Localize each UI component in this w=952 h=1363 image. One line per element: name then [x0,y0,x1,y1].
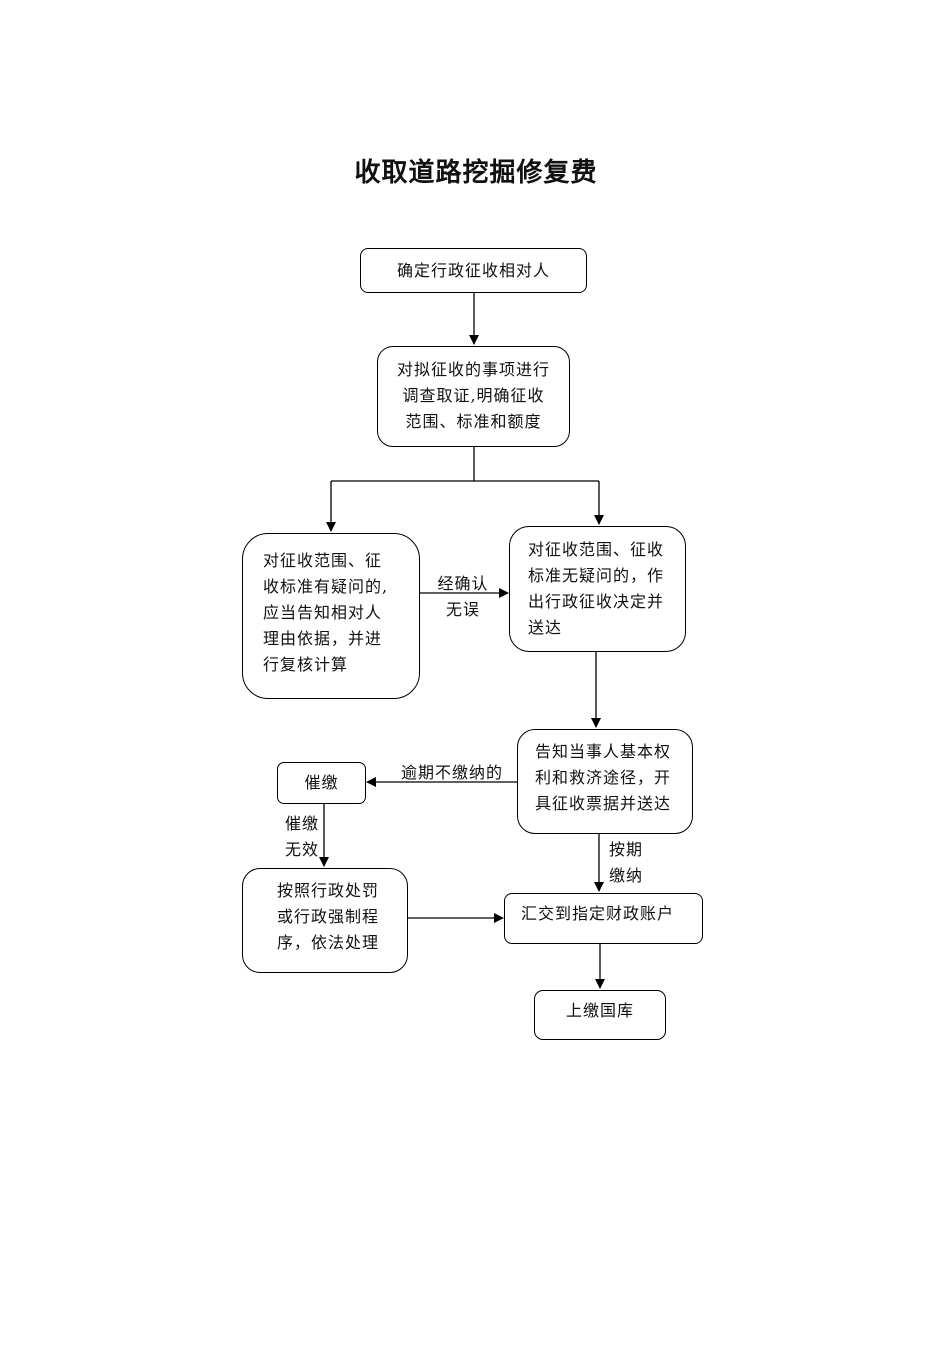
node-notify-rights: 告知当事人基本权 利和救济途径，开 具征收票据并送达 [517,729,693,834]
label-urge-failed: 催缴 无效 [284,814,319,859]
label-overdue-unpaid: 逾期不缴纳的 [400,763,503,782]
node-penalty: 按照行政处罚 或行政强制程 序，依法处理 [242,868,408,973]
node-urge-payment: 催缴 [277,762,366,804]
label-confirmed-correct: 经确认 无误 [437,574,489,619]
node-remit-account: 汇交到指定财政账户 [504,893,703,944]
node-confirm-party: 确定行政征收相对人 [360,248,587,293]
node-decision: 对征收范围、征收 标准无疑问的，作 出行政征收决定并 送达 [509,526,686,652]
node-doubt-review: 对征收范围、征 收标准有疑问的, 应当告知相对人 理由依据，并进 行复核计算 [242,533,420,699]
label-paid-on-time: 按期 缴纳 [608,840,643,885]
page-title: 收取道路挖掘修复费 [354,158,598,188]
node-treasury: 上缴国库 [534,990,666,1040]
node-investigate: 对拟征收的事项进行 调查取证,明确征收 范围、标准和额度 [377,346,570,447]
